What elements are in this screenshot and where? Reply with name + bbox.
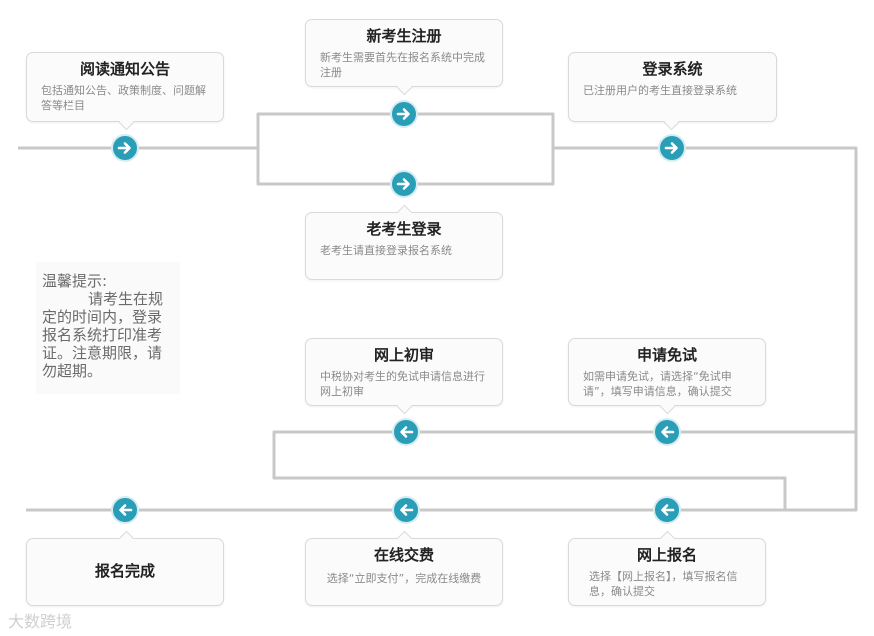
arrow-right-icon [113, 136, 137, 160]
connector-top-right [553, 146, 858, 512]
step-title: 申请免试 [636, 346, 697, 364]
tip-body: 请考生在规定的时间内，登录报名系统打印准考证。注意期限，请勿超期。 [42, 290, 164, 380]
step-card-login-system: 登录系统 已注册用户的考生直接登录系统 [568, 52, 777, 131]
step-card-online-review: 网上初审 中税协对考生的免试申请信息进行网上初审 [305, 338, 503, 415]
step-desc: 新考生需要首先在报名系统中完成注册 [320, 51, 485, 79]
step-desc: 选择【网上报名】，填写报名信息，确认提交 [589, 570, 738, 598]
step-desc: 包括通知公告、政策制度、问题解答等栏目 [41, 84, 206, 112]
step-title: 报名完成 [94, 562, 155, 580]
step-card-new-register: 新考生注册 新考生需要首先在报名系统中完成注册 [305, 19, 503, 96]
arrow-left-icon [655, 498, 679, 522]
arrow-right-icon [660, 136, 684, 160]
step-desc: 如需申请免试，请选择“免试申请”，填写申请信息，确认提交 [583, 370, 732, 398]
step-card-pay-online: 在线交费 选择“立即支付”，完成在线缴费 [305, 530, 503, 606]
step-desc: 选择“立即支付”，完成在线缴费 [326, 572, 482, 585]
step-title: 新考生注册 [366, 27, 442, 45]
tip-box: 温馨提示: 请考生在规定的时间内，登录报名系统打印准考证。注意期限，请勿超期。 [36, 262, 180, 394]
step-title: 网上初审 [373, 346, 434, 364]
watermark-text: 大数跨境 [8, 612, 73, 631]
arrow-left-icon [394, 498, 418, 522]
step-title: 在线交费 [373, 546, 434, 564]
step-title: 网上报名 [636, 546, 697, 564]
watermark-logo: 大数跨境 [8, 608, 72, 632]
arrow-left-icon [655, 420, 679, 444]
step-card-online-signup: 网上报名 选择【网上报名】，填写报名信息，确认提交 [568, 530, 766, 606]
step-title: 登录系统 [642, 60, 703, 78]
arrow-right-icon [392, 102, 416, 126]
step-card-apply-exempt: 申请免试 如需申请免试，请选择“免试申请”，填写申请信息，确认提交 [568, 338, 766, 415]
step-card-read-notice: 阅读通知公告 包括通知公告、政策制度、问题解答等栏目 [26, 52, 224, 131]
arrow-right-icon [392, 172, 416, 196]
step-card-old-login: 老考生登录 老考生请直接登录报名系统 [305, 204, 503, 280]
connector-middle-loop [272, 430, 856, 510]
step-desc: 已注册用户的考生直接登录系统 [583, 84, 737, 97]
arrow-left-icon [394, 420, 418, 444]
step-title: 老考生登录 [366, 220, 442, 238]
tip-heading: 温馨提示: [42, 272, 108, 290]
arrow-left-icon [113, 498, 137, 522]
step-desc: 老考生请直接登录报名系统 [320, 244, 452, 257]
step-card-complete: 报名完成 [26, 530, 224, 606]
step-title: 阅读通知公告 [79, 60, 170, 78]
step-desc: 中税协对考生的免试申请信息进行网上初审 [320, 370, 485, 398]
